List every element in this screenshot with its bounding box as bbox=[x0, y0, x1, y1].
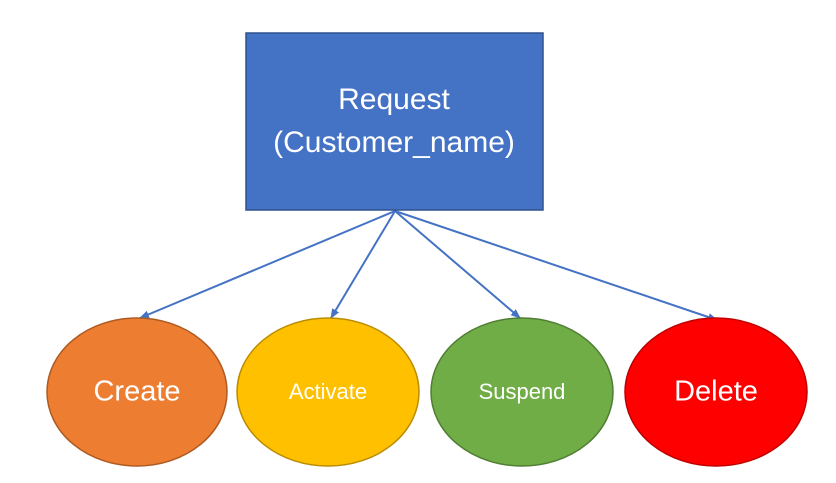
request-box bbox=[245, 32, 544, 211]
action-node-create: Create bbox=[46, 317, 228, 467]
request-label-line2: (Customer_name) bbox=[273, 126, 515, 159]
arrow-to-suspend bbox=[394, 210, 521, 319]
action-node-delete: Delete bbox=[624, 317, 808, 467]
action-node-activate: Activate bbox=[236, 317, 420, 467]
arrow-to-delete bbox=[394, 210, 718, 321]
suspend-ellipse bbox=[430, 317, 614, 467]
request-label-line1: Request bbox=[338, 83, 450, 116]
delete-label: Delete bbox=[674, 376, 758, 408]
activate-label: Activate bbox=[289, 379, 367, 404]
delete-ellipse bbox=[624, 317, 808, 467]
connectors bbox=[139, 210, 718, 321]
action-node-suspend: Suspend bbox=[430, 317, 614, 467]
arrow-to-create bbox=[139, 210, 396, 319]
activate-ellipse bbox=[236, 317, 420, 467]
arrow-to-activate bbox=[330, 210, 396, 319]
request-node: Request (Customer_name) bbox=[245, 32, 544, 211]
create-label: Create bbox=[93, 376, 180, 408]
create-ellipse bbox=[46, 317, 228, 467]
suspend-label: Suspend bbox=[479, 379, 566, 404]
